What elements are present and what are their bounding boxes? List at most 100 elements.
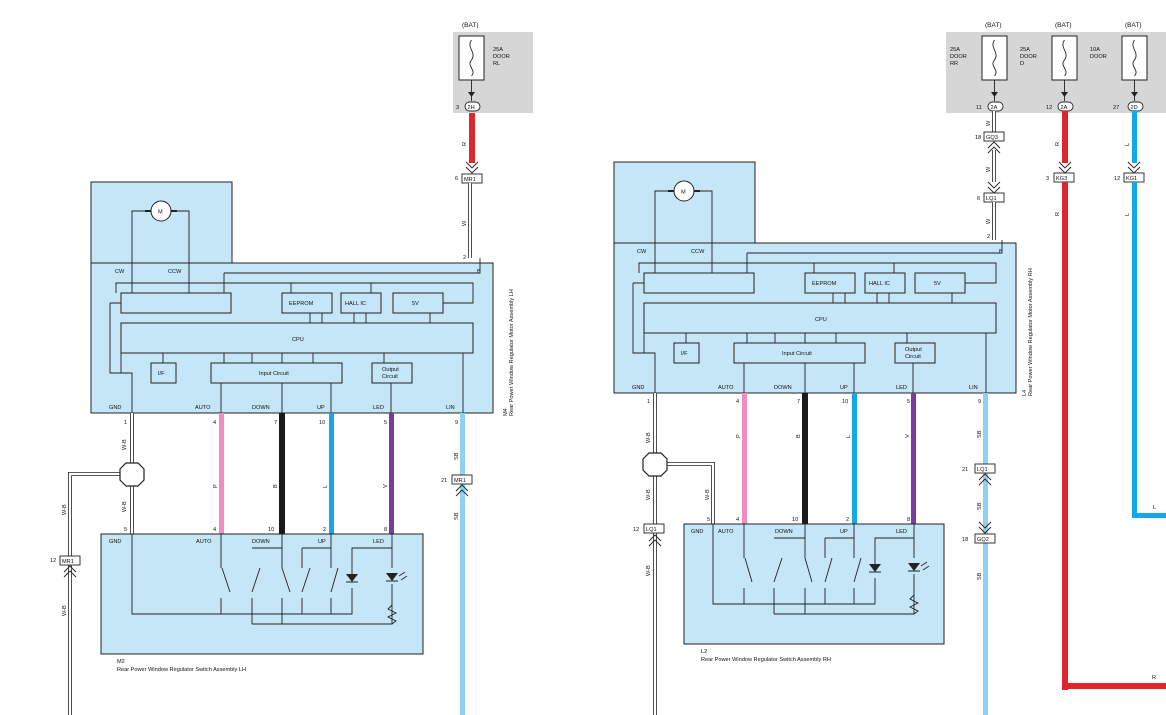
conn-lq1-mid-pin: 21	[962, 467, 968, 473]
wire-label-b: B	[796, 434, 802, 438]
pin-label: 10	[268, 527, 274, 533]
connector-chevron-icon	[1058, 161, 1072, 174]
if-label: I/F	[158, 371, 165, 377]
pin-label: 4	[213, 527, 216, 533]
wire-label-sb2: SB	[977, 502, 983, 510]
wire-label-r2: R	[1055, 212, 1061, 216]
connector-chevron-icon	[978, 473, 992, 486]
driver-block-right	[643, 272, 755, 294]
arrow-down-icon	[1061, 92, 1068, 97]
wire-label-wb3: W-B	[705, 489, 711, 500]
terminal-cw: CW	[637, 249, 647, 255]
terminal-auto-left: AUTO	[195, 405, 211, 411]
connector-label: 2D	[1131, 105, 1138, 111]
wire-blue-right-long	[1132, 182, 1137, 518]
pin-label: 10	[319, 420, 325, 426]
fuse-element-icon	[469, 39, 474, 77]
fuse-name-line1: DOOR	[493, 54, 510, 60]
conn-kg1-pin: 12	[1114, 176, 1120, 182]
fuse-symbol	[1051, 35, 1078, 81]
terminal-led-right: LED	[896, 385, 907, 391]
wire-label-l: L	[846, 435, 852, 438]
fuse-rr: (BAT) 25A DOOR RR 11 2A	[950, 22, 1008, 112]
fuse-name-line1: DOOR	[1090, 54, 1107, 60]
wire-red-right	[1062, 111, 1068, 163]
conn-mr1-mid-label: MR1	[454, 478, 466, 484]
terminal-up-right: UP	[840, 385, 848, 391]
pin-label: 5	[907, 399, 910, 405]
wire-black-left	[279, 413, 285, 534]
connector-lq1-left	[643, 523, 665, 534]
pin-label: 7	[274, 420, 277, 426]
wire-label-sb: SB	[977, 430, 983, 438]
connector-chevron-icon	[987, 141, 1001, 154]
fuse-pin: 3	[456, 105, 459, 111]
wire-blue-right	[1132, 111, 1137, 163]
fuse-rating: 25A	[493, 47, 503, 53]
wire-blue-right-bottom	[1132, 513, 1166, 518]
fuse-element-icon	[992, 39, 997, 77]
conn-lq1-top-pin: 6	[977, 196, 980, 202]
terminal-gnd-right: GND	[632, 385, 644, 391]
connector-gq3	[983, 131, 1005, 142]
cpu-label: CPU	[815, 317, 827, 323]
wire-label-w: W	[986, 120, 992, 126]
cpu-label: CPU	[292, 337, 304, 343]
pin-label: 1	[124, 420, 127, 426]
fuse-name-line1: DOOR	[950, 54, 967, 60]
fuse-rating: 25A	[950, 47, 960, 53]
conn-mr1-top-pin: 6	[455, 176, 458, 182]
conn-mr1-left-label: MR1	[62, 559, 74, 565]
switch-assembly-lh	[100, 533, 424, 655]
fuse-symbol	[1121, 35, 1148, 81]
arrow-down-icon	[468, 92, 475, 97]
pin-label: 9	[455, 420, 458, 426]
wire-label-l: L	[323, 485, 329, 488]
connector-label: 2A	[1061, 105, 1068, 111]
wire-label-sb: SB	[454, 452, 460, 460]
fuse-d: (BAT) 25A DOOR D 12 2A	[1020, 22, 1078, 112]
input-circuit-left	[210, 362, 343, 384]
connector-2h	[464, 101, 481, 112]
pin-b-left: B	[477, 269, 481, 275]
motor-housing-right	[613, 161, 756, 245]
conn-gq3-pin: 18	[975, 135, 981, 141]
terminal-lin-right: LIN	[969, 385, 978, 391]
fuse-element-icon	[1062, 39, 1067, 77]
connector-gq2	[974, 533, 996, 544]
pin-label: 5	[124, 527, 127, 533]
wire-red-right-long	[1062, 182, 1068, 690]
wire-label-r: R	[462, 142, 468, 146]
terminal-up-left: UP	[317, 405, 325, 411]
eeprom-block-left	[281, 292, 333, 314]
motor-assy-code-lh: M4	[503, 408, 509, 416]
conn-lq1-left-label: LQ1	[646, 527, 657, 533]
wire-label-l2: L	[1125, 213, 1131, 216]
terminal-ccw: CCW	[691, 249, 705, 255]
v5-label: 5V	[412, 301, 419, 307]
fuse-source-label: (BAT)	[1055, 22, 1072, 29]
wire-label-v: V	[383, 484, 389, 488]
conn-mr1-mid-pin: 21	[441, 478, 447, 484]
wire-lightblue-right	[983, 393, 988, 715]
cpu-block-right	[643, 302, 997, 334]
wire-pink-left	[219, 413, 224, 534]
connector-label: 2A	[991, 105, 998, 111]
fuse-pin: 27	[1113, 105, 1119, 111]
wire-label-l: L	[1125, 143, 1131, 146]
output-circuit-label-2: Circuit	[905, 354, 921, 360]
terminal-cw: CW	[115, 269, 125, 275]
connector-chevron-icon	[455, 484, 469, 497]
wire-violet-right	[911, 393, 916, 524]
eeprom-label: EEPROM	[289, 301, 314, 307]
fuse-source-label: (BAT)	[985, 22, 1002, 29]
conn-kg3-label: KG3	[1056, 176, 1067, 182]
pin-label: 8	[907, 517, 910, 523]
conn-lq1-left-pin: 12	[633, 527, 639, 533]
v5-label: 5V	[934, 281, 941, 287]
wire-label-wb4: W-B	[646, 565, 652, 576]
pin-label: 8	[384, 527, 387, 533]
pin-label: 2	[846, 517, 849, 523]
pin-2-left: 2	[463, 255, 466, 261]
